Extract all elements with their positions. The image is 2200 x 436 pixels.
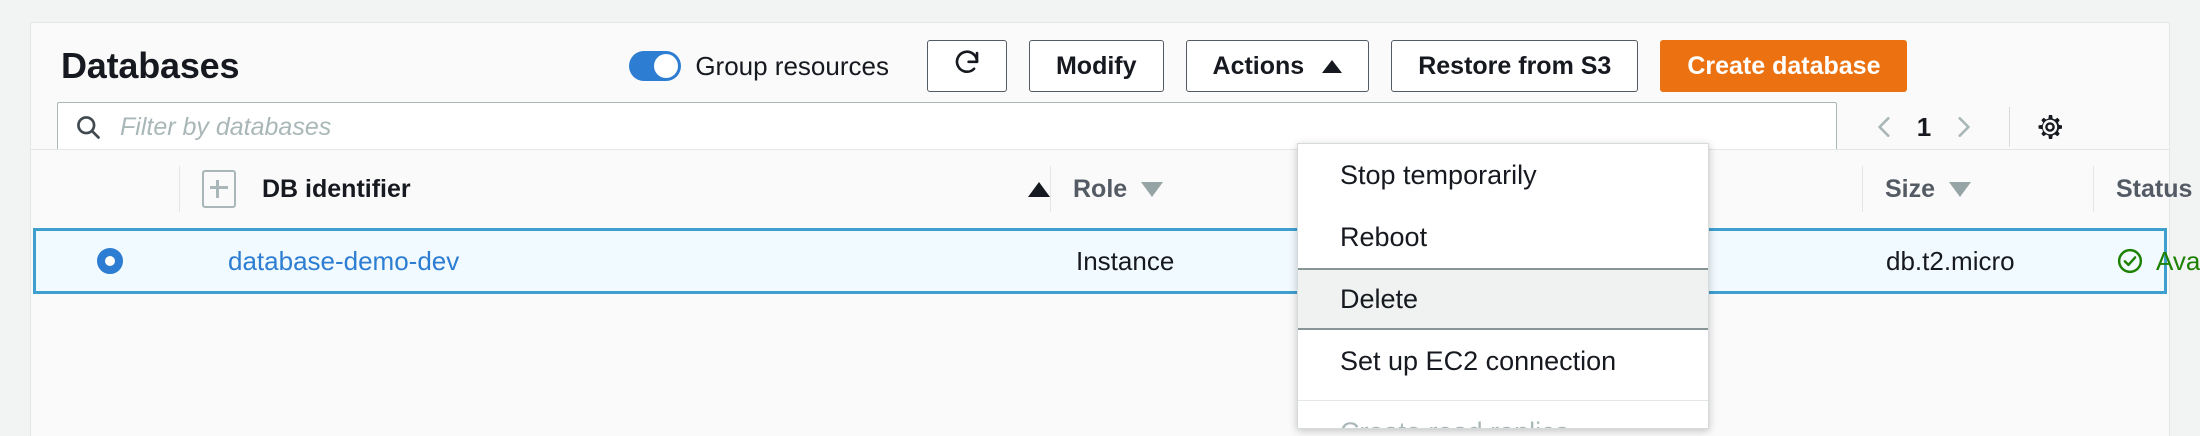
- search-box[interactable]: [57, 102, 1837, 152]
- toggle-switch-knob: [654, 54, 679, 78]
- action-button-group: Modify Actions Restore from S3 Create da…: [926, 40, 1908, 92]
- pagination-next-button[interactable]: [1941, 105, 1985, 149]
- menu-item-set-up-ec2-connection[interactable]: Set up EC2 connection: [1340, 345, 1617, 376]
- header-status-label: Status: [2116, 174, 2193, 203]
- page-title: Databases: [61, 45, 240, 86]
- header-role[interactable]: Role: [1051, 175, 1301, 204]
- search-input[interactable]: [118, 111, 1820, 143]
- refresh-button[interactable]: [926, 40, 1007, 92]
- row-radio-button[interactable]: [97, 248, 123, 274]
- table-header-row: DB identifier Role Engine Size Status: [31, 150, 2192, 228]
- actions-button-label: Actions: [1212, 51, 1305, 80]
- sort-icon-role: [1141, 181, 1164, 197]
- menu-item-stop-temporarily[interactable]: Stop temporarily: [1340, 159, 1537, 190]
- size-value: db.t2.micro: [1886, 245, 2015, 276]
- cell-size: db.t2.micro: [1864, 246, 2094, 277]
- cell-db-identifier: database-demo-dev: [184, 246, 1054, 277]
- search-row: 1: [57, 102, 2143, 152]
- sort-ascending-icon: [1028, 181, 1050, 197]
- menu-separator: [1298, 400, 1708, 401]
- column-separator: [179, 166, 180, 212]
- role-value: Instance: [1076, 245, 1175, 276]
- restore-from-s3-button[interactable]: Restore from S3: [1391, 40, 1639, 92]
- group-resources-label: Group resources: [695, 50, 889, 81]
- header-db-identifier[interactable]: DB identifier: [180, 170, 1050, 208]
- expand-all-icon[interactable]: [202, 170, 236, 208]
- caret-up-icon: [1322, 59, 1343, 73]
- check-circle-icon: [2116, 247, 2144, 275]
- column-separator: [1862, 166, 1863, 212]
- sort-icon-size: [1949, 181, 1972, 197]
- menu-item-create-read-replica: Create read replica: [1298, 401, 1708, 429]
- pagination: 1: [1863, 105, 2066, 149]
- status-badge: Available: [2116, 246, 2200, 277]
- actions-dropdown-menu: Stop temporarily Reboot Delete Set up EC…: [1297, 143, 1709, 429]
- header-size[interactable]: Size: [1863, 175, 2093, 204]
- header-db-identifier-label: DB identifier: [262, 174, 411, 203]
- group-resources-toggle[interactable]: Group resources: [629, 51, 889, 82]
- title-row: Databases Group resources Modify: [57, 23, 2143, 101]
- row-select-cell[interactable]: [36, 248, 184, 274]
- header-size-label: Size: [1885, 174, 1936, 203]
- menu-item-delete[interactable]: Delete: [1298, 268, 1708, 330]
- databases-panel: Databases Group resources Modify: [30, 22, 2200, 436]
- db-identifier-link[interactable]: database-demo-dev: [228, 245, 460, 276]
- gear-icon[interactable]: [2034, 111, 2066, 143]
- search-icon: [74, 113, 102, 141]
- panel-header: Databases Group resources Modify: [31, 23, 2169, 152]
- menu-item-reboot[interactable]: Reboot: [1340, 221, 1428, 252]
- refresh-icon: [952, 48, 982, 85]
- pagination-prev-button[interactable]: [1863, 105, 1907, 149]
- header-role-label: Role: [1073, 174, 1128, 203]
- column-separator: [1050, 166, 1051, 212]
- status-text: Available: [2156, 245, 2200, 276]
- toggle-switch-track[interactable]: [629, 51, 682, 81]
- pagination-divider: [2009, 107, 2010, 147]
- cell-role: Instance: [1054, 246, 1304, 277]
- column-separator: [2093, 166, 2094, 212]
- cell-status: Available: [2094, 246, 2200, 277]
- table-row[interactable]: database-demo-dev Instance MySQL C db.t2…: [33, 228, 2200, 294]
- databases-table: DB identifier Role Engine Size Status: [31, 149, 2200, 294]
- modify-button[interactable]: Modify: [1028, 40, 1164, 92]
- header-status[interactable]: Status: [2094, 175, 2200, 204]
- actions-button[interactable]: Actions: [1185, 40, 1370, 92]
- create-database-button[interactable]: Create database: [1660, 40, 1908, 92]
- pagination-page-1[interactable]: 1: [1916, 111, 1932, 142]
